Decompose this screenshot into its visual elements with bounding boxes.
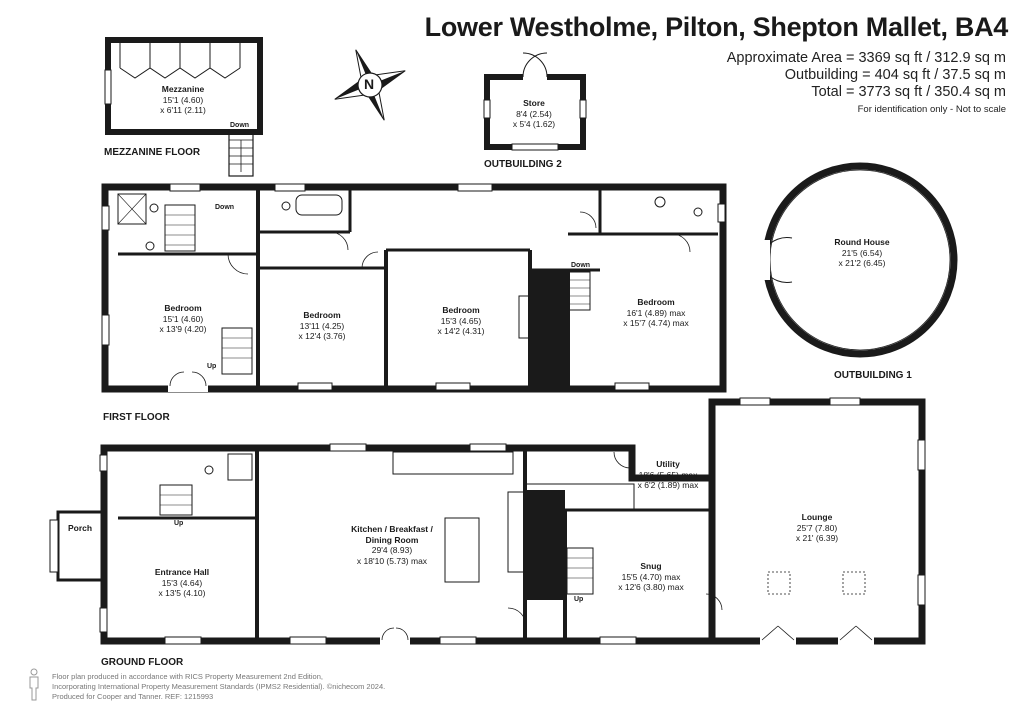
- room-bedroom-4: Bedroom 16'1 (4.89) max x 15'7 (4.74) ma…: [623, 297, 689, 328]
- room-porch: Porch: [67, 523, 93, 533]
- room-lounge: Lounge 25'7 (7.80) x 21' (6.39): [795, 512, 839, 543]
- footer-line-1: Floor plan produced in accordance with R…: [52, 672, 323, 681]
- footer-notes: Floor plan produced in accordance with R…: [52, 672, 385, 702]
- room-utility: Utility 18'6 (5.65) max x 6'2 (1.89) max: [637, 459, 699, 490]
- person-scale-icon: [29, 668, 39, 701]
- first-floor-down-label-right: Down: [571, 262, 591, 269]
- compass-rose: [334, 49, 406, 121]
- room-snug: Snug 15'5 (4.70) max x 12'6 (3.80) max: [618, 561, 684, 592]
- room-bedroom-1: Bedroom 15'1 (4.60) x 13'9 (4.20): [159, 303, 207, 334]
- mezzanine-down-label: Down: [230, 122, 250, 129]
- outbuilding-area: Outbuilding = 404 sq ft / 37.5 sq m: [784, 67, 1006, 83]
- room-store: Store 8'4 (2.54) x 5'4 (1.62): [512, 98, 556, 129]
- compass-north-label: N: [364, 76, 375, 92]
- mezzanine-floor-plan: [104, 37, 263, 177]
- first-floor-plan: [101, 183, 727, 393]
- property-title: Lower Westholme, Pilton, Shepton Mallet,…: [424, 12, 1009, 42]
- footer-line-3: Produced for Cooper and Tanner. REF: 121…: [52, 692, 214, 701]
- first-floor-down-label-left: Down: [215, 204, 235, 211]
- hall-up-label: Up: [174, 520, 184, 527]
- room-mezzanine: Mezzanine 15'1 (4.60) x 6'11 (2.11): [160, 84, 206, 115]
- first-floor-label: FIRST FLOOR: [103, 412, 170, 423]
- store-outbuilding: [483, 52, 587, 151]
- footer-line-2: Incorporating International Property Mea…: [52, 682, 386, 691]
- outbuilding-2-label: OUTBUILDING 2: [484, 159, 562, 170]
- first-floor-up-label: Up: [207, 363, 217, 370]
- ground-floor-label: GROUND FLOOR: [101, 657, 184, 668]
- total-area: Total = 3773 sq ft / 350.4 sq m: [811, 84, 1006, 100]
- snug-up-label: Up: [574, 596, 584, 603]
- ground-floor-plan: [49, 397, 926, 646]
- round-house-outbuilding: [760, 162, 958, 358]
- room-entrance-hall: Entrance Hall 15'3 (4.64) x 13'5 (4.10): [154, 567, 210, 598]
- mezzanine-floor-label: MEZZANINE FLOOR: [104, 147, 201, 158]
- approximate-area: Approximate Area = 3369 sq ft / 312.9 sq…: [726, 50, 1006, 66]
- room-round-house: Round House 21'5 (6.54) x 21'2 (6.45): [834, 237, 890, 268]
- room-bedroom-3: Bedroom 15'3 (4.65) x 14'2 (4.31): [437, 305, 485, 336]
- identification-note: For identification only - Not to scale: [857, 104, 1006, 115]
- room-kitchen: Kitchen / Breakfast / Dining Room 29'4 (…: [351, 524, 433, 566]
- room-bedroom-2: Bedroom 13'11 (4.25) x 12'4 (3.76): [298, 310, 346, 341]
- outbuilding-1-label: OUTBUILDING 1: [834, 370, 912, 381]
